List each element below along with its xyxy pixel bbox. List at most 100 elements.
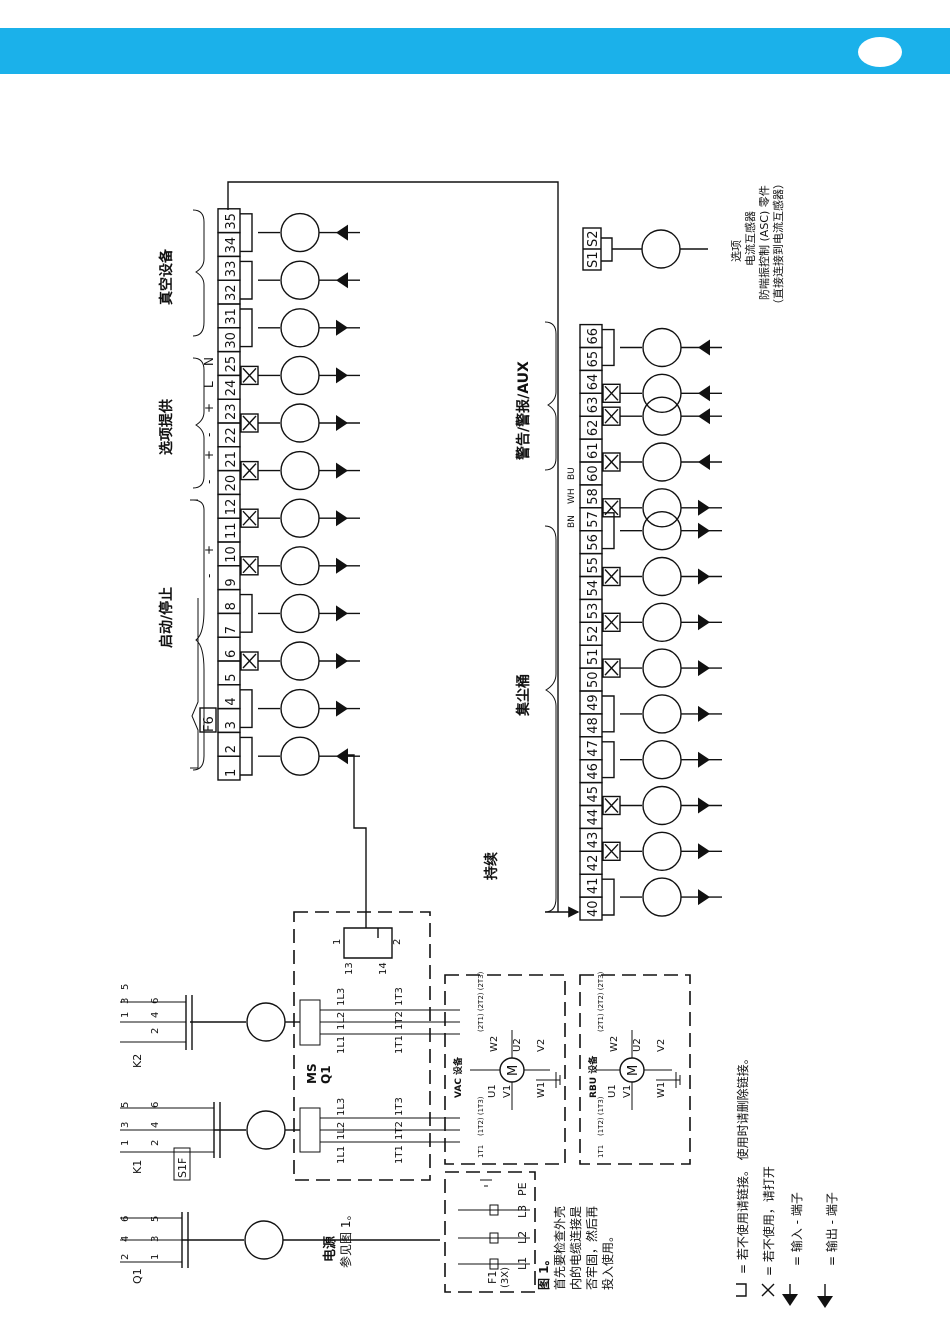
- row2-label-54: 54: [586, 580, 601, 597]
- polarity-10: +: [202, 545, 216, 555]
- row2-arrow-63: [698, 385, 710, 402]
- row2-cross-62: [604, 408, 619, 424]
- k2-pole-3: 3: [120, 998, 131, 1004]
- row2-arrow-44: [698, 797, 710, 814]
- row1-coil-5: [280, 641, 320, 681]
- row1-arrow-7: [336, 605, 348, 622]
- row1-coil-32: [280, 260, 320, 300]
- row2-label-63: 63: [586, 397, 601, 414]
- supply-fuse-block: L1 L2 L3 PE F1 (3X): [444, 1171, 536, 1293]
- row1-label-34: 34: [224, 237, 239, 254]
- row1-coil-24: [280, 355, 320, 396]
- vac-1t1: 1T1: [477, 1145, 485, 1158]
- k2-pole-5: 5: [120, 984, 131, 990]
- vac-v1: V1: [502, 1085, 513, 1098]
- polarity-21: +: [202, 450, 216, 460]
- row1-label-31: 31: [224, 308, 239, 325]
- row2-label-50: 50: [586, 671, 601, 688]
- row1-cross-20: [242, 463, 257, 479]
- row1-cross-22: [242, 415, 257, 431]
- vac-w1: W1: [536, 1082, 547, 1098]
- row2-cross-54: [604, 569, 619, 584]
- row2-coil-63: [642, 373, 682, 413]
- row1-coil-22: [280, 403, 320, 443]
- row2-label-66: 66: [586, 328, 601, 345]
- rbu-w2: W2: [609, 1036, 620, 1052]
- row1-label-3: 3: [224, 721, 239, 729]
- row2-label-61: 61: [586, 442, 601, 459]
- row2-arrow-48: [698, 705, 710, 722]
- row2-coil-57: [642, 488, 682, 528]
- vac-top-terms: (2T1) (2T2) (2T3): [477, 971, 485, 1032]
- row1-cross-5: [242, 653, 257, 669]
- rbu-1t1: 1T1: [597, 1145, 605, 1158]
- row1-label-4: 4: [224, 697, 239, 705]
- row2-cross-44: [604, 798, 619, 813]
- row2-label-52: 52: [586, 626, 601, 643]
- row2-link-40: [602, 878, 615, 916]
- row1-coil-7: [280, 593, 320, 634]
- row1-link-1: [240, 736, 253, 776]
- q1-pole-5: 5: [150, 1216, 161, 1222]
- row1-label-33: 33: [224, 261, 239, 278]
- legend-output-arrow: [817, 1296, 833, 1308]
- row1-arrow-30: [336, 319, 348, 336]
- row2-coil-60: [642, 442, 682, 482]
- row1-cross-24: [242, 367, 257, 383]
- q1-pole-4: 4: [120, 1236, 131, 1242]
- row1-cell-35: [217, 208, 241, 234]
- supply-l3: L3: [516, 1205, 529, 1218]
- legend-output-text: = 输出 - 端子: [824, 1192, 839, 1266]
- supply-l2: L2: [516, 1231, 529, 1244]
- k1-pole-3: 3: [120, 1122, 131, 1128]
- row1-arrow-32: [336, 272, 348, 289]
- row1-arrow-5: [336, 653, 348, 669]
- row2-coil-48: [642, 694, 682, 734]
- polarity-23: +: [202, 403, 216, 413]
- figure-title: 图 1。: [537, 1253, 551, 1290]
- polarity-20: -: [202, 480, 216, 484]
- row1-label-2: 2: [224, 745, 239, 753]
- label-l-24: L: [202, 381, 216, 388]
- row2-label-46: 46: [586, 763, 601, 780]
- row1-link-32: [240, 260, 253, 300]
- terminal-marks-row1: [240, 212, 360, 776]
- row2-label-49: 49: [586, 694, 601, 711]
- row2-link-48: [602, 695, 615, 733]
- polarity-marks-row1: - + - + - + L N: [202, 357, 216, 578]
- continuous-label: 持续: [483, 852, 500, 880]
- row2-coil-65: [642, 327, 682, 368]
- row2-cross-60: [604, 454, 619, 470]
- row2-arrow-50: [698, 660, 710, 677]
- option-ct-label: 电流互感器: [743, 211, 757, 266]
- ms-top-1t1: 1T1: [394, 1035, 405, 1054]
- k2-pole-4: 4: [150, 1012, 161, 1018]
- k1-pole-6: 6: [150, 1102, 161, 1108]
- row2-coil-52: [642, 602, 682, 642]
- row1-arrow-9: [336, 557, 348, 574]
- row1-arrow-1: [336, 748, 348, 765]
- row1-arrow-34: [336, 224, 348, 241]
- contactor-wiring: MS Q1 1 2 13 14 K2 K1 Q1 S1F: [120, 754, 440, 1284]
- legend-input-arrow: [782, 1294, 798, 1306]
- row2-cross-42: [604, 843, 619, 859]
- dust-bin-label: 集尘桶: [515, 674, 532, 717]
- row2-cross-63: [604, 385, 619, 401]
- vac-v2: V2: [536, 1039, 547, 1052]
- q1-pole-3: 3: [150, 1236, 161, 1242]
- row1-coil-9: [280, 546, 320, 586]
- row1-coil-11: [280, 498, 320, 538]
- row1-label-12: 12: [224, 499, 239, 516]
- legend-link-symbol: [736, 1283, 747, 1297]
- row1-coil-34: [280, 212, 320, 253]
- row1-coil-1: [280, 736, 320, 776]
- row2-link-46: [602, 741, 615, 779]
- row2-label-47: 47: [586, 740, 601, 757]
- row2-label-62: 62: [586, 420, 601, 437]
- vac-u2: U2: [512, 1038, 523, 1052]
- row1-link-34: [240, 213, 253, 253]
- ms-q1-label: Q1: [319, 1065, 333, 1084]
- supply-l1: L1: [516, 1257, 529, 1270]
- legend-input-text: = 输入 - 端子: [789, 1192, 804, 1266]
- aux-14: 14: [378, 962, 389, 975]
